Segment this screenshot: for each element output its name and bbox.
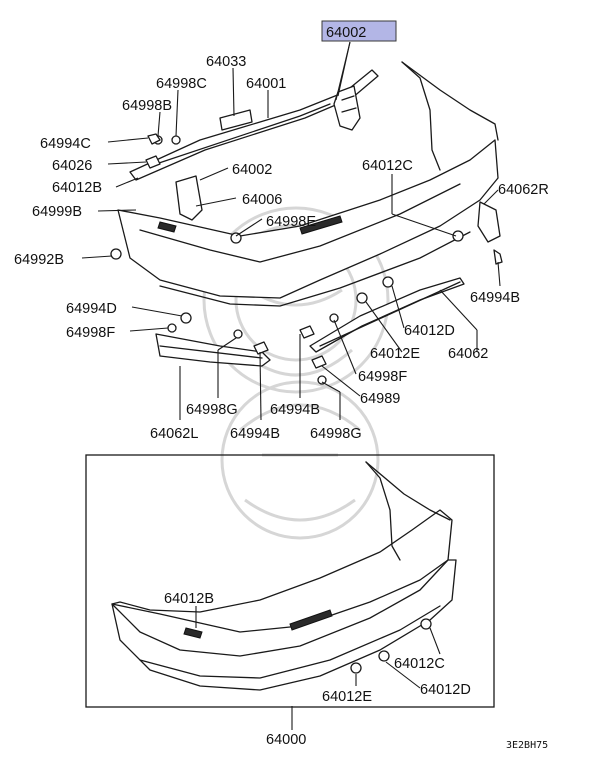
reflector-64062R — [477, 201, 501, 243]
nut-64994C — [147, 133, 161, 145]
footer-code: 3E2BH75 — [506, 740, 548, 751]
clip-64994D — [180, 312, 192, 324]
label-64989[interactable]: 64989 — [360, 391, 400, 407]
label-64012E[interactable]: 64012E — [370, 346, 420, 362]
washer-64989 — [311, 355, 327, 369]
clip-64994B-mid — [299, 325, 315, 339]
label-64994B-right[interactable]: 64994B — [470, 290, 520, 306]
upper-exploded-view — [110, 61, 503, 307]
clip-64026 — [145, 155, 161, 169]
label-64994B-mid[interactable]: 64994B — [270, 402, 320, 418]
label-64999B[interactable]: 64999B — [32, 204, 82, 220]
label-64000[interactable]: 64000 — [266, 732, 306, 748]
bumper-cover-upper — [117, 139, 499, 299]
highlight-box — [321, 20, 397, 42]
label-64998B[interactable]: 64998B — [122, 98, 172, 114]
clip-64012C-box — [420, 618, 432, 630]
label-64994B-low[interactable]: 64994B — [230, 426, 280, 442]
label-64998F-right[interactable]: 64998F — [358, 369, 407, 385]
label-64001[interactable]: 64001 — [246, 76, 286, 92]
label-64033[interactable]: 64033 — [206, 54, 246, 70]
part-labels: 64002 64033 64998C 64001 64998B 64994C 6… — [14, 25, 549, 751]
clip-64998C — [171, 135, 181, 145]
label-64002-highlighted[interactable]: 64002 — [326, 25, 366, 41]
clip-64998G-left — [233, 329, 243, 339]
label-64026[interactable]: 64026 — [52, 158, 92, 174]
clip-64994B-low — [253, 341, 269, 355]
label-64012E-box[interactable]: 64012E — [322, 689, 372, 705]
label-64012B[interactable]: 64012B — [52, 180, 102, 196]
label-64992B[interactable]: 64992B — [14, 252, 64, 268]
bracket-64002-upper — [333, 85, 361, 131]
label-64002-mid[interactable]: 64002 — [232, 162, 272, 178]
label-64062[interactable]: 64062 — [448, 346, 488, 362]
label-64998G-left[interactable]: 64998G — [186, 402, 238, 418]
clip-64998F-right — [329, 313, 339, 323]
label-64994D[interactable]: 64994D — [66, 301, 117, 317]
clip-64012D — [382, 276, 394, 288]
label-64998G-right[interactable]: 64998G — [310, 426, 362, 442]
label-64012C-box[interactable]: 64012C — [394, 656, 445, 672]
label-64998C[interactable]: 64998C — [156, 76, 207, 92]
label-64998E[interactable]: 64998E — [266, 214, 316, 230]
clip-64012E — [356, 292, 368, 304]
clip-64998F-left — [167, 323, 177, 333]
label-64012D-box[interactable]: 64012D — [420, 682, 471, 698]
clip-64998G-right — [317, 375, 327, 385]
leader-lines-lower — [195, 606, 441, 730]
assembly-box — [85, 454, 495, 708]
label-64012B-box[interactable]: 64012B — [164, 591, 214, 607]
clip-64012E-box — [350, 662, 362, 674]
leader-lines — [81, 41, 501, 421]
label-64012C[interactable]: 64012C — [362, 158, 413, 174]
clip-64012D-box — [378, 650, 390, 662]
label-64998F-left[interactable]: 64998F — [66, 325, 115, 341]
bracket-64002-mid — [175, 175, 203, 221]
middle-exploded-view — [155, 276, 465, 385]
label-64994C[interactable]: 64994C — [40, 136, 91, 152]
label-64012D[interactable]: 64012D — [404, 323, 455, 339]
label-64006[interactable]: 64006 — [242, 192, 282, 208]
bumper-assembly-64000 — [111, 461, 457, 691]
label-plate-64033 — [219, 109, 253, 131]
skirt-64062L — [155, 333, 271, 367]
label-64062L[interactable]: 64062L — [150, 426, 198, 442]
label-64062R[interactable]: 64062R — [498, 182, 549, 198]
